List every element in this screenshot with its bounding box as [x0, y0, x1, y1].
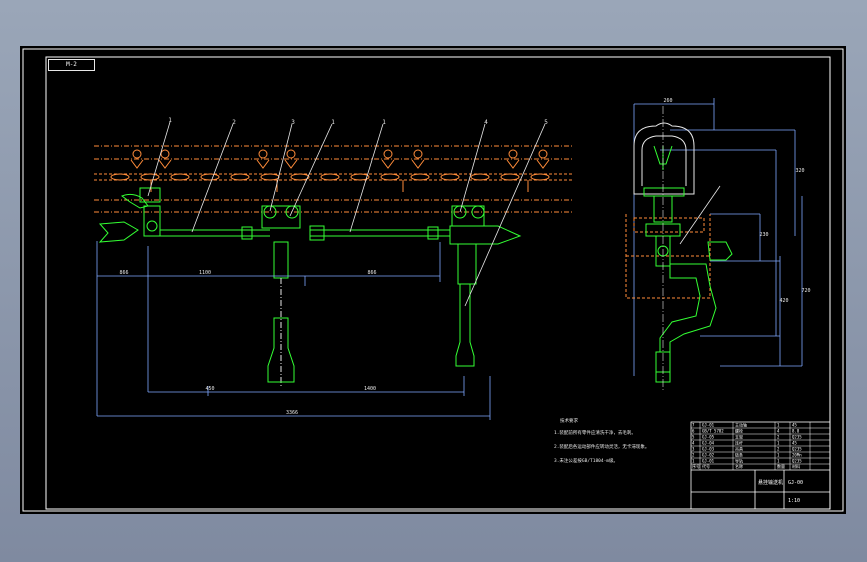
balloon-6: 4 — [484, 119, 488, 126]
dim-lower-center: 1400 — [364, 386, 376, 392]
balloon-3: 3 — [291, 119, 295, 126]
side-leader — [679, 185, 721, 245]
parts-cell-code: GJ-05 — [702, 435, 715, 440]
overhead-rail — [94, 145, 572, 213]
parts-cell-mat: 8.8 — [792, 429, 800, 434]
left-gripper — [98, 187, 161, 243]
note-1: 1.装配前所有零件应清洗干净，去毛刺。 — [554, 429, 636, 436]
parts-cell-code: GJ-02 — [702, 453, 715, 458]
balloon-7: 5 — [544, 119, 548, 126]
dim-right-span: 866 — [367, 270, 376, 276]
parts-cell-qty: 2 — [777, 435, 780, 440]
parts-list-grid — [691, 422, 830, 470]
parts-cell-no: 4 — [692, 441, 695, 446]
dim-top-width: 260 — [663, 98, 672, 104]
header-code: 代号 — [702, 463, 710, 469]
parts-cell-qty: 1 — [777, 441, 780, 446]
parts-cell-qty: 2 — [777, 447, 780, 452]
parts-cell-no: 1 — [692, 459, 695, 464]
notes-title: 技术要求 — [560, 417, 578, 424]
header-qty: 数量 — [777, 463, 785, 469]
note-3: 3.未注公差按GB/T1804-m级。 — [554, 457, 618, 464]
technical-notes: 技术要求 1.装配前所有零件应清洗干净，去毛刺。 2.装配后各运动部件应转动灵活… — [554, 417, 649, 464]
dim-left-span: 866 — [119, 270, 128, 276]
parts-cell-mat: Q235 — [792, 459, 802, 464]
parts-list-header: 序号 代号 名称 数量 材料 — [692, 463, 800, 469]
dim-overall: 3366 — [286, 410, 298, 416]
dim-height-total: 720 — [801, 288, 810, 294]
header-no: 序号 — [692, 463, 700, 469]
parts-cell-name: 吊具 — [735, 446, 743, 452]
chain-links — [110, 173, 550, 181]
side-view: 260 320 230 420 720 — [625, 98, 811, 391]
header-name: 名称 — [735, 463, 743, 469]
parts-cell-mat: 45 — [792, 441, 797, 446]
parts-cell-code: GJ-01 — [702, 459, 715, 464]
header-mat: 材料 — [792, 463, 800, 469]
parts-cell-mat: 20Mn — [792, 453, 802, 458]
parts-cell-name: 支架 — [735, 434, 743, 440]
dim-height-mid: 230 — [759, 232, 768, 238]
parts-cell-no: 7 — [692, 423, 695, 428]
balloon-1: 1 — [168, 117, 172, 124]
side-dimensions — [633, 98, 803, 376]
right-hanger — [449, 205, 522, 367]
part-balloons: 1 2 3 1 1 4 5 — [168, 117, 548, 126]
parts-cell-no: 2 — [692, 453, 695, 458]
front-view: 866 1100 866 450 1400 3366 1 2 3 — [94, 117, 572, 420]
side-housing — [633, 122, 695, 195]
balloon-5: 1 — [382, 119, 386, 126]
parts-cell-name: 连杆 — [735, 440, 743, 446]
rail-trolleys — [130, 149, 550, 192]
parts-cell-mat: Q235 — [792, 435, 802, 440]
side-hanger — [643, 145, 733, 383]
parts-cell-mat: Q235 — [792, 447, 802, 452]
parts-cell-mat: 45 — [792, 423, 797, 428]
dim-height-upper: 320 — [795, 168, 804, 174]
parts-cell-qty: 4 — [777, 429, 780, 434]
parts-cell-name: 导轨 — [735, 458, 743, 464]
parts-cell-code: GB/T 5782 — [702, 429, 724, 434]
drawing-title: 悬挂输送机 — [758, 479, 783, 486]
parts-cell-name: 螺栓 — [735, 428, 743, 434]
parts-cell-qty: 1 — [777, 453, 780, 458]
parts-cell-qty: 1 — [777, 423, 780, 428]
balloon-4: 1 — [331, 119, 335, 126]
parts-cell-no: 6 — [692, 429, 695, 434]
front-dimensions — [96, 241, 491, 420]
leader-lines — [147, 121, 546, 307]
parts-cell-no: 5 — [692, 435, 695, 440]
dim-height-lower: 420 — [779, 298, 788, 304]
parts-cell-name: 主动轴 — [735, 422, 747, 428]
cad-viewport[interactable]: 866 1100 866 450 1400 3366 1 2 3 — [20, 46, 846, 514]
parts-cell-code: GJ-01 — [702, 423, 715, 428]
parts-cell-code: GJ-03 — [702, 447, 715, 452]
parts-cell-name: 链条 — [735, 452, 743, 458]
drawing-scale: 1:10 — [788, 498, 800, 504]
drawing-number: GJ-00 — [788, 480, 803, 486]
balloon-2: 2 — [232, 119, 236, 126]
sheet-tag: M-2 — [48, 59, 95, 71]
side-dimension-text: 260 320 230 420 720 — [663, 98, 810, 304]
tie-rods — [160, 225, 450, 241]
front-dimension-text: 866 1100 866 450 1400 3366 — [119, 270, 376, 416]
inner-frame — [45, 56, 831, 510]
drawing-sheet: 866 1100 866 450 1400 3366 1 2 3 — [22, 48, 844, 512]
parts-cell-code: GJ-04 — [702, 441, 715, 446]
outer-frame — [22, 48, 844, 512]
dim-mid-span-1: 1100 — [199, 270, 211, 276]
middle-hanger — [261, 205, 301, 386]
parts-cell-no: 3 — [692, 447, 695, 452]
dim-lower-left: 450 — [205, 386, 214, 392]
parts-cell-qty: 1 — [777, 459, 780, 464]
note-2: 2.装配后各运动部件应转动灵活，无卡滞现象。 — [554, 443, 649, 450]
